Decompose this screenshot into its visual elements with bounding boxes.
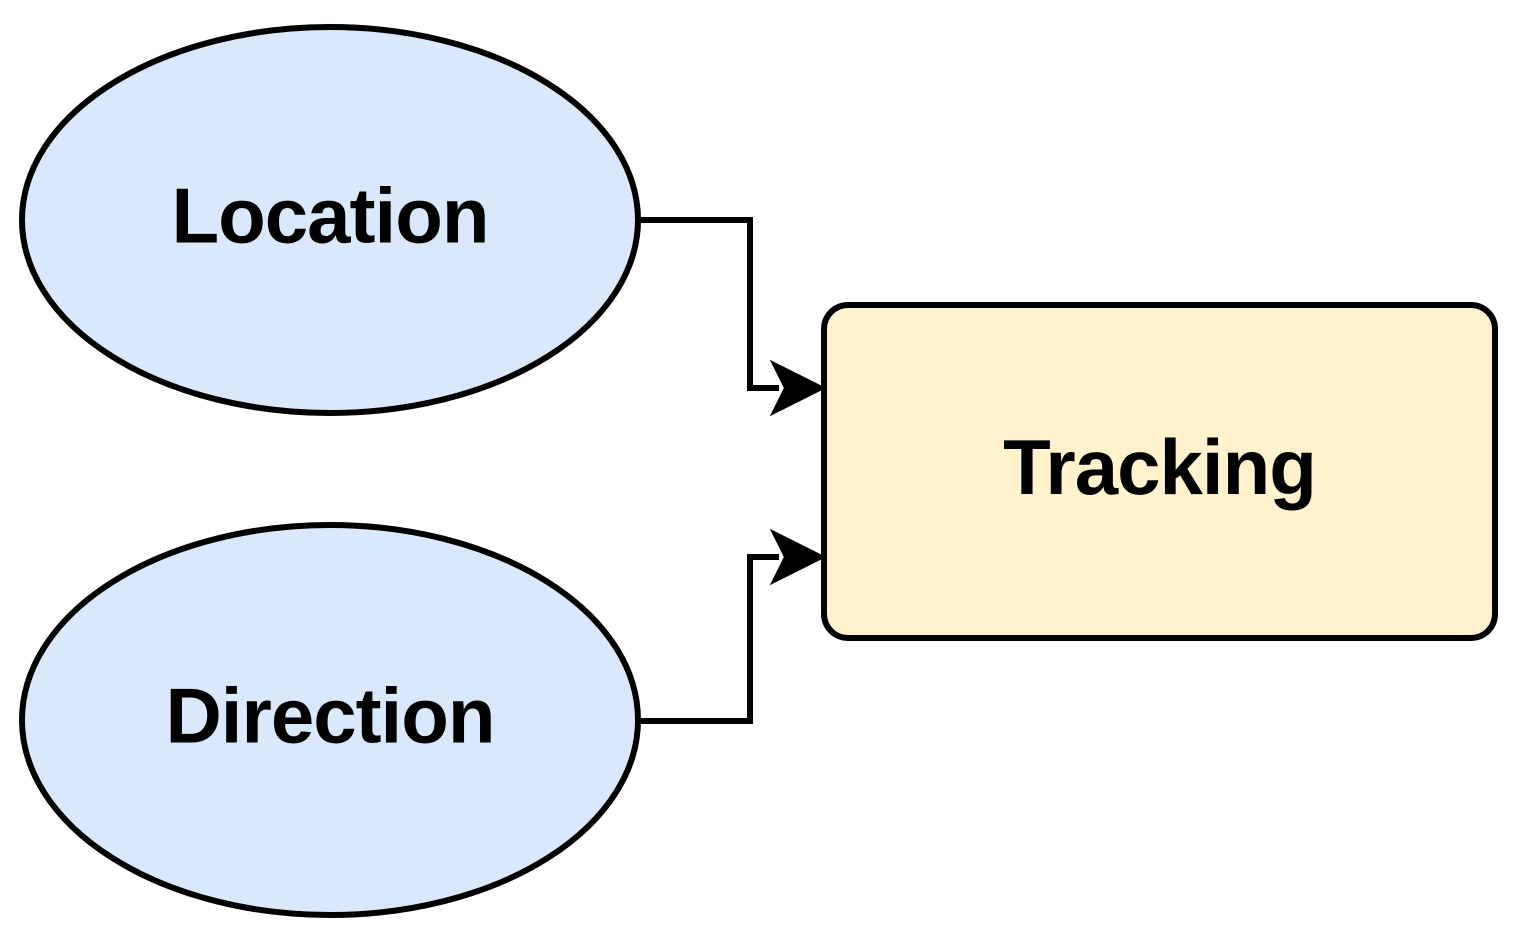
node-direction[interactable]: Direction (19, 522, 641, 918)
node-location-label: Location (172, 172, 489, 260)
node-direction-ellipse[interactable] (19, 522, 641, 918)
edge-line-location-to-tracking (639, 217, 779, 391)
arrowhead-icon-direction-to-tracking (769, 528, 827, 586)
node-location-ellipse[interactable] (19, 24, 641, 416)
edge-location-to-tracking[interactable] (639, 217, 827, 417)
node-tracking[interactable]: Tracking (821, 302, 1498, 641)
node-location[interactable]: Location (19, 24, 641, 416)
edge-direction-to-tracking[interactable] (639, 528, 827, 724)
node-direction-label: Direction (165, 672, 494, 760)
edge-line-direction-to-tracking (639, 554, 779, 724)
arrowhead-icon-location-to-tracking (769, 359, 827, 417)
node-tracking-label: Tracking (1003, 423, 1316, 511)
node-tracking-rect[interactable] (821, 302, 1498, 641)
